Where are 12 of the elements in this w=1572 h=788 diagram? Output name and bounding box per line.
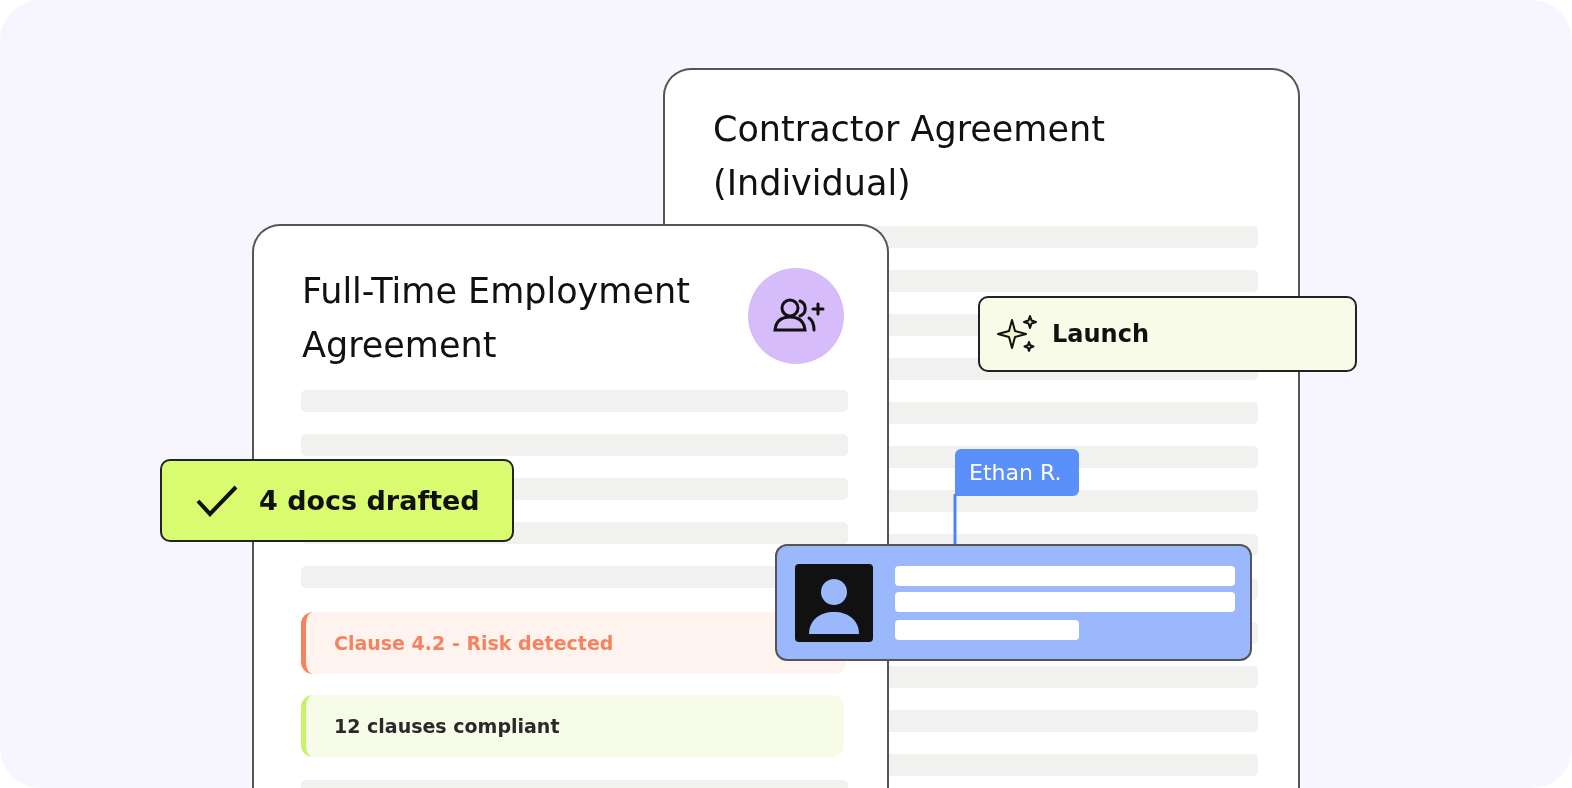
launch-button: Launch [978,296,1357,372]
user-name-tag: Ethan R. [955,449,1079,496]
status-text: 12 clauses compliant [333,715,560,737]
status-banner [301,612,846,674]
status-badge [160,459,514,542]
status-banner [301,695,844,757]
badge-text: 4 docs drafted [259,485,480,516]
card-title: Full-Time Employment Agreement [302,270,691,367]
card-title: Contractor Agreement (Individual) [713,108,1106,205]
status-text: Clause 4.2 - Risk detected [333,632,614,654]
document-card [252,224,889,788]
cursor-line [953,494,957,544]
